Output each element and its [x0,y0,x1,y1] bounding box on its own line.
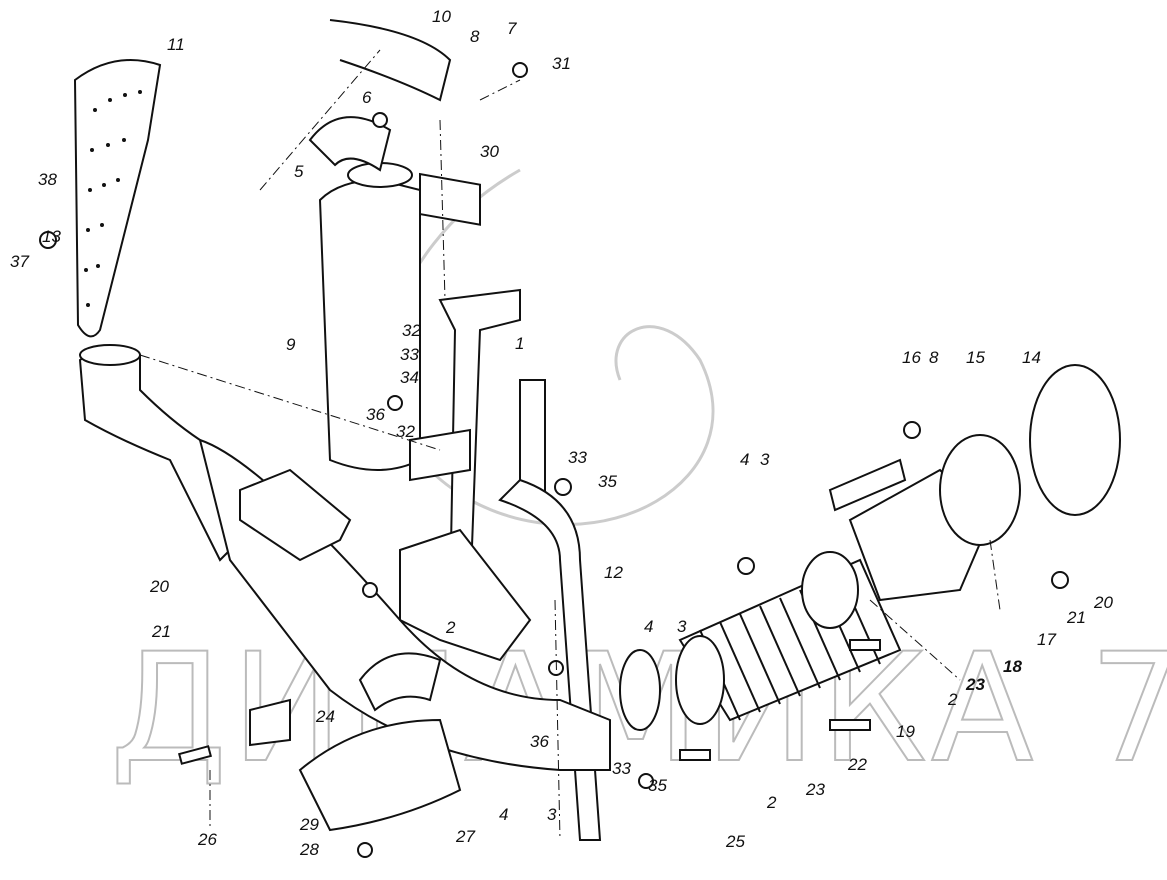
part-labels: 11 10 7 8 31 6 30 5 38 13 37 9 32 1 33 3… [10,7,1113,859]
label-9: 9 [286,335,296,354]
label-33c: 33 [612,759,631,778]
label-8: 8 [470,27,480,46]
label-2: 2 [445,618,456,637]
label-23: 23 [965,675,985,694]
label-3b: 3 [677,617,687,636]
label-8b: 8 [929,348,939,367]
label-35: 35 [598,472,617,491]
heat-shield-part [73,59,162,338]
label-22: 22 [847,755,867,774]
label-21b: 21 [1066,608,1086,627]
label-18: 18 [1003,657,1022,676]
label-3: 3 [760,450,770,469]
label-20b: 20 [1093,593,1113,612]
label-2b: 2 [947,690,958,709]
label-6: 6 [362,88,372,107]
label-10: 10 [432,7,451,26]
label-20: 20 [149,577,169,596]
label-32b: 32 [396,422,415,441]
label-33: 33 [400,345,419,364]
label-35b: 35 [648,776,667,795]
label-23b: 23 [805,780,825,799]
label-4: 4 [740,450,749,469]
label-4c: 4 [499,805,508,824]
label-32: 32 [402,321,421,340]
label-19: 19 [896,722,915,741]
label-25: 25 [725,832,745,851]
bracket-part [438,288,521,601]
label-15: 15 [966,348,985,367]
label-5: 5 [294,162,304,181]
label-38: 38 [38,170,57,189]
label-11: 11 [167,35,185,54]
label-27: 27 [455,827,475,846]
label-30: 30 [480,142,499,161]
label-4b: 4 [644,617,653,636]
label-33b: 33 [568,448,587,467]
label-3c: 3 [547,805,557,824]
label-13: 13 [42,227,61,246]
label-24: 24 [315,707,335,726]
label-14: 14 [1022,348,1041,367]
label-26: 26 [197,830,217,849]
label-21: 21 [151,622,171,641]
label-34: 34 [400,368,419,387]
label-7: 7 [507,19,517,38]
label-36b: 36 [530,732,549,751]
label-36: 36 [366,405,385,424]
label-17: 17 [1037,630,1056,649]
label-37: 37 [10,252,29,271]
label-1: 1 [515,334,524,353]
label-2c: 2 [766,793,777,812]
lower-heat-shield [298,718,462,832]
label-16: 16 [902,348,921,367]
label-29: 29 [299,815,319,834]
label-31: 31 [552,54,571,73]
label-12: 12 [604,563,623,582]
label-28: 28 [299,840,319,859]
